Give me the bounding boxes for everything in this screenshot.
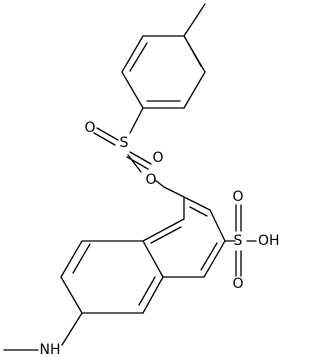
- ring-bond-double-inner: [150, 226, 182, 244]
- tolyl-ring: [121, 3, 206, 109]
- ring-bond: [183, 196, 211, 211]
- s-o-double-bond: [96, 127, 119, 141]
- ring-bond-double-inner: [129, 42, 148, 72]
- c-n-bond: [61, 312, 83, 346]
- o-aryl-bond: [154, 179, 165, 188]
- atom-label-oh: OH: [258, 233, 280, 249]
- ring-bond: [163, 186, 185, 198]
- ring-bond: [121, 35, 144, 73]
- ring-bond: [142, 276, 164, 314]
- atom-label-s: S: [234, 233, 243, 249]
- atom-label-nh: NH: [40, 342, 61, 357]
- ring-bond: [209, 209, 226, 242]
- atom-label-o: O: [145, 172, 156, 188]
- atom-label-s: S: [120, 135, 129, 151]
- ring-bond: [142, 240, 164, 278]
- methyl-bond: [183, 3, 206, 37]
- ring-bond: [142, 218, 185, 242]
- s-o-double-bond: [129, 151, 152, 165]
- s-o-bond: [127, 154, 142, 173]
- atom-label-o: O: [232, 276, 243, 292]
- atom-label-o: O: [232, 189, 243, 205]
- ring-bond: [60, 240, 83, 278]
- aryl-s-bond: [129, 107, 144, 134]
- ring-bond: [203, 240, 226, 278]
- methylamino-group: NH: [3, 312, 83, 357]
- naphthalene-core: [60, 186, 226, 314]
- ring-bond-double-inner: [200, 242, 218, 271]
- atom-label-o: O: [84, 120, 95, 136]
- atom-label-o: O: [152, 150, 163, 166]
- ring-bond: [121, 71, 144, 109]
- sulfonic-acid-group: O S O OH: [224, 189, 280, 292]
- ring-bond: [183, 71, 206, 109]
- ring-bond-double-inner: [72, 243, 91, 274]
- chemical-structure-diagram: O S O O O S O OH: [3, 3, 280, 357]
- sulfonate-ester-group: O S O O: [84, 107, 165, 188]
- ring-bond-double-inner: [138, 276, 156, 306]
- ring-bond-double-inner: [187, 42, 202, 67]
- s-o-double-bond: [93, 132, 116, 146]
- ring-bond: [60, 276, 83, 314]
- ring-bond-double-inner: [189, 206, 208, 217]
